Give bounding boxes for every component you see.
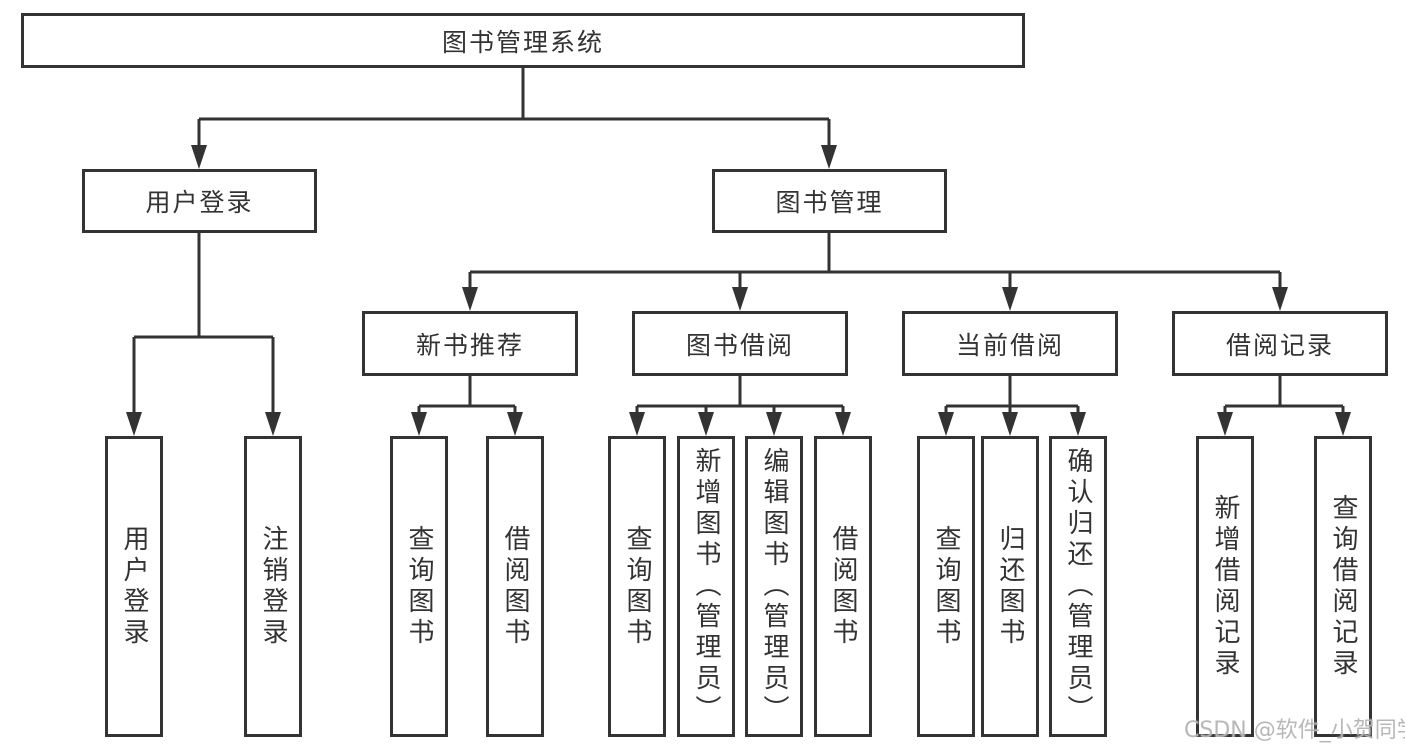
leaf-query-books-borrowing-label: 查询图书 <box>622 524 652 649</box>
leaf-edit-book-admin: 编辑图书（管理员） <box>745 436 803 737</box>
leaf-edit-book-admin-label: 编辑图书（管理员） <box>759 447 789 726</box>
leaf-return-books: 归还图书 <box>981 436 1039 737</box>
arrowheads <box>126 145 1351 436</box>
leaf-user-login-label: 用户登录 <box>119 524 149 649</box>
leaf-query-books-borrowing: 查询图书 <box>608 436 666 737</box>
node-borrowing-records: 借阅记录 <box>1172 311 1388 376</box>
leaf-query-books-current: 查询图书 <box>917 436 975 737</box>
leaf-borrow-books-recommend: 借阅图书 <box>486 436 544 737</box>
leaf-query-borrow-record-label: 查询借阅记录 <box>1328 493 1358 680</box>
leaf-add-book-admin: 新增图书（管理员） <box>677 436 735 737</box>
leaf-query-books-current-label: 查询图书 <box>931 524 961 649</box>
node-book-management-label: 图书管理 <box>775 188 884 217</box>
leaf-borrow-books-borrowing-label: 借阅图书 <box>828 524 858 649</box>
node-new-book-recommendation: 新书推荐 <box>362 311 578 376</box>
node-user-login: 用户登录 <box>82 169 317 233</box>
leaf-confirm-return-admin-label: 确认归还（管理员） <box>1063 447 1093 726</box>
leaf-borrow-books-recommend-label: 借阅图书 <box>500 524 530 649</box>
node-root-label: 图书管理系统 <box>441 27 604 57</box>
watermark-text: CSDN @软件_小贺同学 <box>1184 718 1405 743</box>
node-user-login-label: 用户登录 <box>145 188 254 217</box>
node-root: 图书管理系统 <box>21 13 1025 68</box>
node-current-borrowing: 当前借阅 <box>902 311 1118 376</box>
leaf-query-books-recommend-label: 查询图书 <box>404 524 434 649</box>
leaf-return-books-label: 归还图书 <box>995 524 1025 649</box>
node-book-borrowing-label: 图书借阅 <box>685 330 794 360</box>
leaf-logout-label: 注销登录 <box>258 524 288 649</box>
node-book-management: 图书管理 <box>712 169 947 233</box>
leaf-confirm-return-admin: 确认归还（管理员） <box>1049 436 1107 737</box>
node-current-borrowing-label: 当前借阅 <box>955 330 1064 360</box>
node-borrowing-records-label: 借阅记录 <box>1225 330 1334 360</box>
leaf-add-borrow-record: 新增借阅记录 <box>1196 436 1254 737</box>
leaf-logout: 注销登录 <box>244 436 302 737</box>
node-book-borrowing: 图书借阅 <box>632 311 848 376</box>
leaf-add-book-admin-label: 新增图书（管理员） <box>691 447 721 726</box>
node-new-book-recommendation-label: 新书推荐 <box>415 330 524 360</box>
leaf-query-books-recommend: 查询图书 <box>390 436 448 737</box>
leaf-add-borrow-record-label: 新增借阅记录 <box>1210 493 1240 680</box>
leaf-query-borrow-record: 查询借阅记录 <box>1314 436 1372 737</box>
leaf-borrow-books-borrowing: 借阅图书 <box>814 436 872 737</box>
leaf-user-login: 用户登录 <box>105 436 163 737</box>
